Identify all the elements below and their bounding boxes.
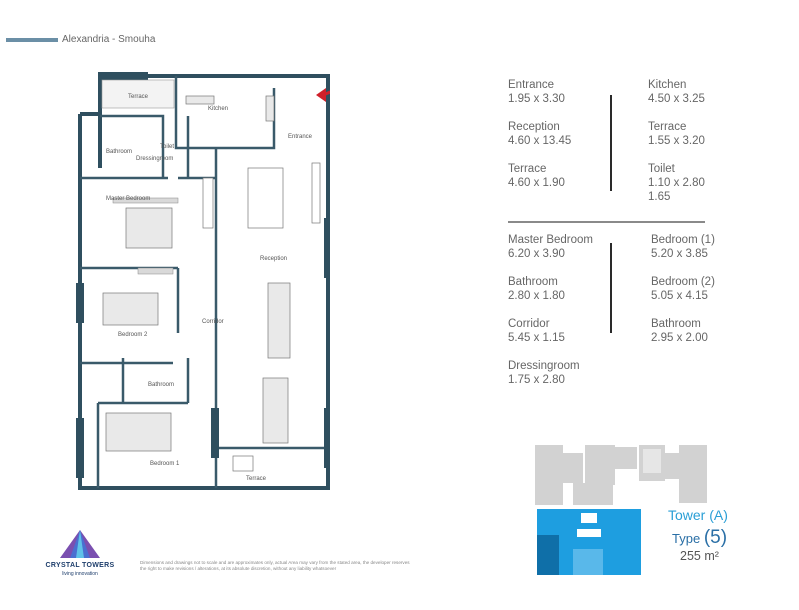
dim-bedroom-2: Bedroom (2) 5.05 x 4.15 — [651, 276, 715, 302]
divider-vertical-bottom — [610, 243, 612, 333]
dim-bedroom-1: Bedroom (1) 5.20 x 3.85 — [651, 234, 715, 260]
header-accent-bar — [6, 38, 58, 42]
plan-label-terrace-bottom: Terrace — [246, 476, 267, 482]
dim-entrance: Entrance 1.95 x 3.30 — [508, 79, 565, 105]
dim-bathroom-a: Bathroom 2.80 x 1.80 — [508, 276, 565, 302]
dims-bottom-left: Master Bedroom 6.20 x 3.90 Bathroom 2.80… — [508, 233, 593, 387]
dims-bottom-right: Bedroom (1) 5.20 x 3.85 Bedroom (2) 5.05… — [651, 233, 715, 345]
location-title: Alexandria - Smouha — [62, 34, 156, 45]
plan-label-terrace-top: Terrace — [128, 94, 149, 100]
type-label: Type (5) — [672, 527, 728, 548]
dim-kitchen: Kitchen 4.50 x 3.25 — [648, 79, 705, 105]
dim-master-bedroom: Master Bedroom 6.20 x 3.90 — [508, 234, 594, 260]
divider-vertical-top — [610, 95, 612, 191]
crystal-towers-logo-icon — [60, 530, 100, 558]
plan-label-bathroom-mid: Bathroom — [148, 382, 174, 388]
plan-label-corridor: Corridor — [202, 319, 224, 325]
plan-label-dressingroom: Dressingroom — [136, 156, 173, 162]
dim-terrace-a: Terrace 4.60 x 1.90 — [508, 163, 565, 189]
plan-label-kitchen: Kitchen — [208, 106, 228, 112]
dim-toilet: Toilet 1.10 x 2.80 1.65 — [648, 163, 705, 203]
dim-reception: Reception 4.60 x 13.45 — [508, 121, 572, 147]
brand-tagline: living innovation — [62, 571, 98, 577]
divider-horizontal — [508, 221, 705, 223]
area-label: 255 m² — [680, 549, 719, 563]
dims-top-left: Entrance 1.95 x 3.30 Reception 4.60 x 13… — [508, 78, 571, 190]
plan-label-master-bedroom: Master Bedroom — [106, 196, 150, 202]
dims-top-right: Kitchen 4.50 x 3.25 Terrace 1.55 x 3.20 … — [648, 78, 705, 204]
entrance-arrow-icon — [316, 88, 330, 102]
plan-label-toilet: Toilet — [160, 144, 174, 150]
plan-label-reception: Reception — [260, 256, 287, 262]
plan-label-bedroom-1: Bedroom 1 — [150, 461, 180, 467]
disclaimer-text: Dimensions and drawings not to scale and… — [140, 560, 410, 571]
dim-dressingroom: Dressingroom 1.75 x 2.80 — [508, 360, 580, 386]
dim-bathroom-b: Bathroom 2.95 x 2.00 — [651, 318, 708, 344]
floor-plan: Terrace Kitchen Entrance Bathroom Dressi… — [76, 72, 330, 490]
tower-label: Tower (A) — [668, 507, 728, 523]
dim-corridor: Corridor 5.45 x 1.15 — [508, 318, 565, 344]
plan-label-bedroom-2: Bedroom 2 — [118, 332, 148, 338]
plan-label-entrance: Entrance — [288, 134, 313, 140]
dim-terrace-b: Terrace 1.55 x 3.20 — [648, 121, 705, 147]
brand-name: CRYSTAL TOWERS — [45, 562, 115, 569]
tower-key-plan — [535, 445, 707, 575]
plan-label-bathroom-top: Bathroom — [106, 149, 132, 155]
